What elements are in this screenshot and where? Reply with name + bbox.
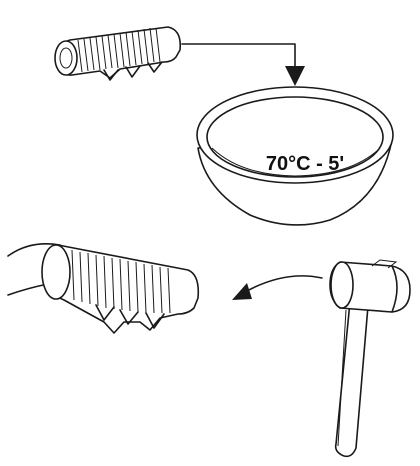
grip-on-handlebar xyxy=(7,243,200,334)
installed-grip-ridges xyxy=(71,249,171,314)
arrow-to-bowl xyxy=(181,43,305,86)
mallet-handle xyxy=(334,301,369,458)
grip-ridges xyxy=(77,27,161,73)
grip-before-heating xyxy=(54,26,182,81)
temperature-time-label: 70°C - 5' xyxy=(266,153,344,175)
hot-water-bowl: 70°C - 5' xyxy=(196,86,394,226)
rubber-mallet xyxy=(329,259,411,458)
arrow-to-grip xyxy=(232,275,323,300)
